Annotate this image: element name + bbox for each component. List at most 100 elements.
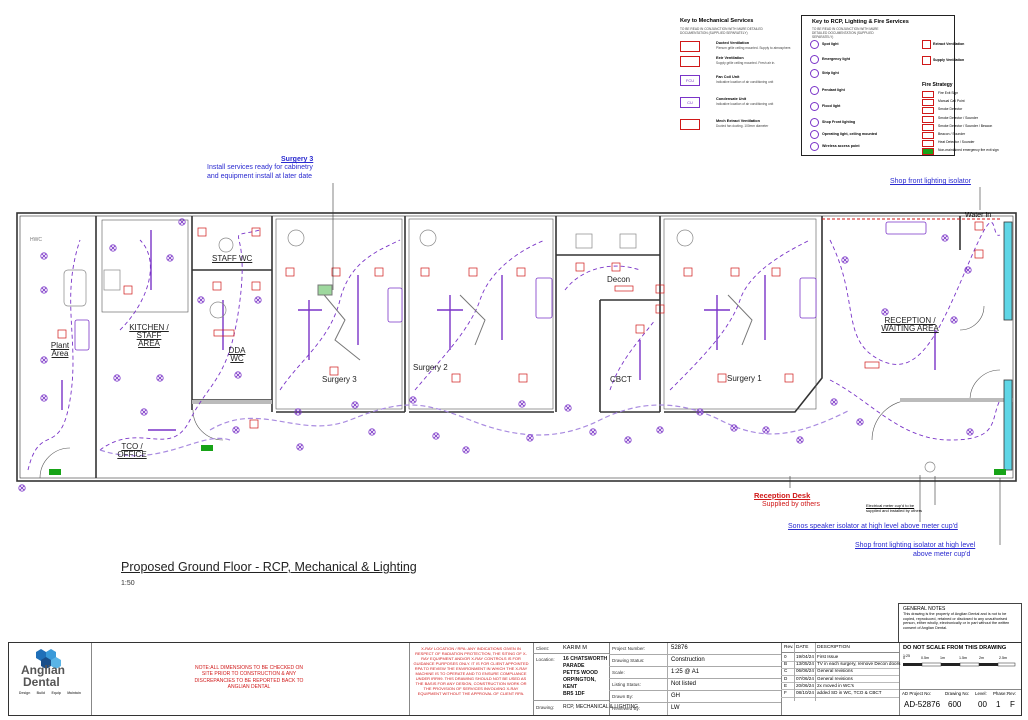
door-swing-tco xyxy=(192,409,224,441)
spot-light-icon xyxy=(696,408,704,416)
scale-label: 0.5m xyxy=(921,656,929,660)
mech-key-symbol xyxy=(680,56,700,67)
note-red-cell: NOTE:ALL DIMENSIONS TO BE CHECKED ON SIT… xyxy=(91,643,410,715)
spot-light-icon xyxy=(656,426,664,434)
rcp-key-label: Operating light, ceiling mounted xyxy=(822,132,878,136)
spot-light-icon xyxy=(950,316,958,324)
rcp-key-icon xyxy=(810,69,819,78)
corridor-circuit xyxy=(209,404,851,436)
logo-tag: Build xyxy=(36,691,46,695)
door-swing-plant xyxy=(39,447,71,479)
operating-lights xyxy=(317,284,753,361)
room-surgery3: Surgery 3 xyxy=(322,375,357,384)
rev-row-line xyxy=(781,660,899,662)
rev-header: DATE xyxy=(796,645,809,650)
scale-label: 1:25 xyxy=(903,654,910,658)
scale-label: 0 xyxy=(903,656,905,660)
rcp-key-label: Shop Front lighting xyxy=(822,120,856,124)
door-swing-reception xyxy=(959,305,985,331)
logo-tag: Equip xyxy=(51,691,61,695)
room-dda-wc: DDA WC xyxy=(228,346,246,363)
fire-key-label: Heat Detector / Sounder xyxy=(938,140,975,145)
mech-key-label: Ducted Ventilation xyxy=(716,41,750,45)
spot-light-icon xyxy=(856,418,864,426)
rev-cell: 2x moved in WC's xyxy=(817,682,854,688)
spot-light-icon xyxy=(589,428,597,436)
op-light-3 xyxy=(319,289,361,361)
circuit-decon xyxy=(564,265,641,291)
drawing-value: RCP, MECHANICAL & LIGHTING xyxy=(563,704,639,710)
status-row-value: 52876 xyxy=(671,645,688,651)
drawing-scale: 1:50 xyxy=(121,580,135,587)
circuit-kitchen xyxy=(99,229,261,451)
room-staff-wc: STAFF WC xyxy=(212,254,253,263)
spot-light-icon xyxy=(966,428,974,436)
circuit-plant xyxy=(27,239,81,471)
spot-light-icon xyxy=(830,398,838,406)
spot-light-icon xyxy=(40,394,48,402)
scale-bar xyxy=(903,662,1016,667)
status-row-value: LW xyxy=(671,705,680,711)
rev-cell: 0 xyxy=(784,654,787,659)
spot-light-icon xyxy=(254,296,262,304)
spot-light-icon xyxy=(964,266,972,274)
lighting-circuits xyxy=(27,221,1001,471)
rcp-key-icon xyxy=(810,55,819,64)
spot-light-icon xyxy=(526,434,534,442)
spot-light-icon xyxy=(564,404,572,412)
room-decon: Decon xyxy=(607,275,631,284)
location-line: BR5 1DF xyxy=(563,691,585,697)
rev-cell: 20/06/24 xyxy=(796,682,814,688)
circuit-surg3 xyxy=(279,239,401,391)
drawing-number-value: F xyxy=(1010,700,1015,709)
status-row-value: Not listed xyxy=(671,681,697,687)
spot-light-icon xyxy=(109,244,117,252)
mech-key-label: Mech Extract Ventilation xyxy=(716,119,760,123)
logo-hex-icon xyxy=(36,649,61,669)
mech-key-desc: Ducted fan ducting. 100mm diameter xyxy=(716,124,769,128)
mechanical-key: Key to Mechanical Services TO BE READ IN… xyxy=(668,15,796,148)
mech-key-label: Extr Ventilation xyxy=(716,56,744,60)
surgery3-note-line2: and equipment install at later date xyxy=(207,173,313,180)
exit-sign-plant xyxy=(49,469,61,475)
spot-light-icon xyxy=(351,401,359,409)
general-notes-body: This drawing is the property of Anglian … xyxy=(903,612,1010,630)
spot-light-icon xyxy=(368,428,376,436)
rev-cell: 13/05/24 xyxy=(796,661,814,667)
fcu-units xyxy=(74,221,927,351)
do-not-scale: DO NOT SCALE FROM THIS DRAWING xyxy=(903,645,1007,651)
location-line: 16 CHATSWORTH PARADE xyxy=(563,656,608,669)
drawing-number-header: AD Project No: xyxy=(902,691,932,696)
rcp-key-icon xyxy=(810,40,819,49)
rcp-key-title: Key to RCP, Lighting & Fire Services xyxy=(812,19,909,25)
rev-cell: 08/10/24 xyxy=(796,690,814,695)
door-swing-front xyxy=(969,369,1001,401)
fcu-surg2 xyxy=(535,277,553,319)
general-notes: GENERAL NOTES This drawing is the proper… xyxy=(898,603,1022,644)
rev-cell: General revisions xyxy=(817,668,853,674)
status-row-divider xyxy=(609,654,781,655)
location-line: PETTS WOOD xyxy=(563,670,598,676)
room-reception: RECEPTION / WAITING AREA xyxy=(881,316,939,333)
scale-label: 2m xyxy=(979,656,984,660)
circuit-reception xyxy=(829,221,1001,365)
location-line: ORPINGTON, KENT xyxy=(563,677,596,690)
sonos-note: Sonos speaker isolator at high level abo… xyxy=(788,523,958,530)
hatch-2 xyxy=(900,398,1013,402)
logo-tag: Maintain xyxy=(67,691,81,695)
spot-light-icon xyxy=(881,308,889,316)
note-red: NOTE:ALL DIMENSIONS TO BE CHECKED ON SIT… xyxy=(194,665,304,691)
rev-row-line xyxy=(781,667,899,669)
room-surgery2: Surgery 2 xyxy=(413,363,448,372)
room-cbct: CBCT xyxy=(610,375,632,384)
rcp-key-label: Flood light xyxy=(822,104,841,108)
mech-key-desc: Supply grille ceiling mounted. Fresh air… xyxy=(716,61,776,65)
fire-key-label: Smoke Detector / Sounder xyxy=(938,115,978,120)
fire-key-icon xyxy=(922,132,934,139)
status-row-value: GH xyxy=(671,693,680,699)
spot-light-icon xyxy=(624,436,632,444)
spot-light-icon xyxy=(18,484,26,492)
status-row-divider xyxy=(609,678,781,679)
rev-row-line xyxy=(781,696,899,698)
